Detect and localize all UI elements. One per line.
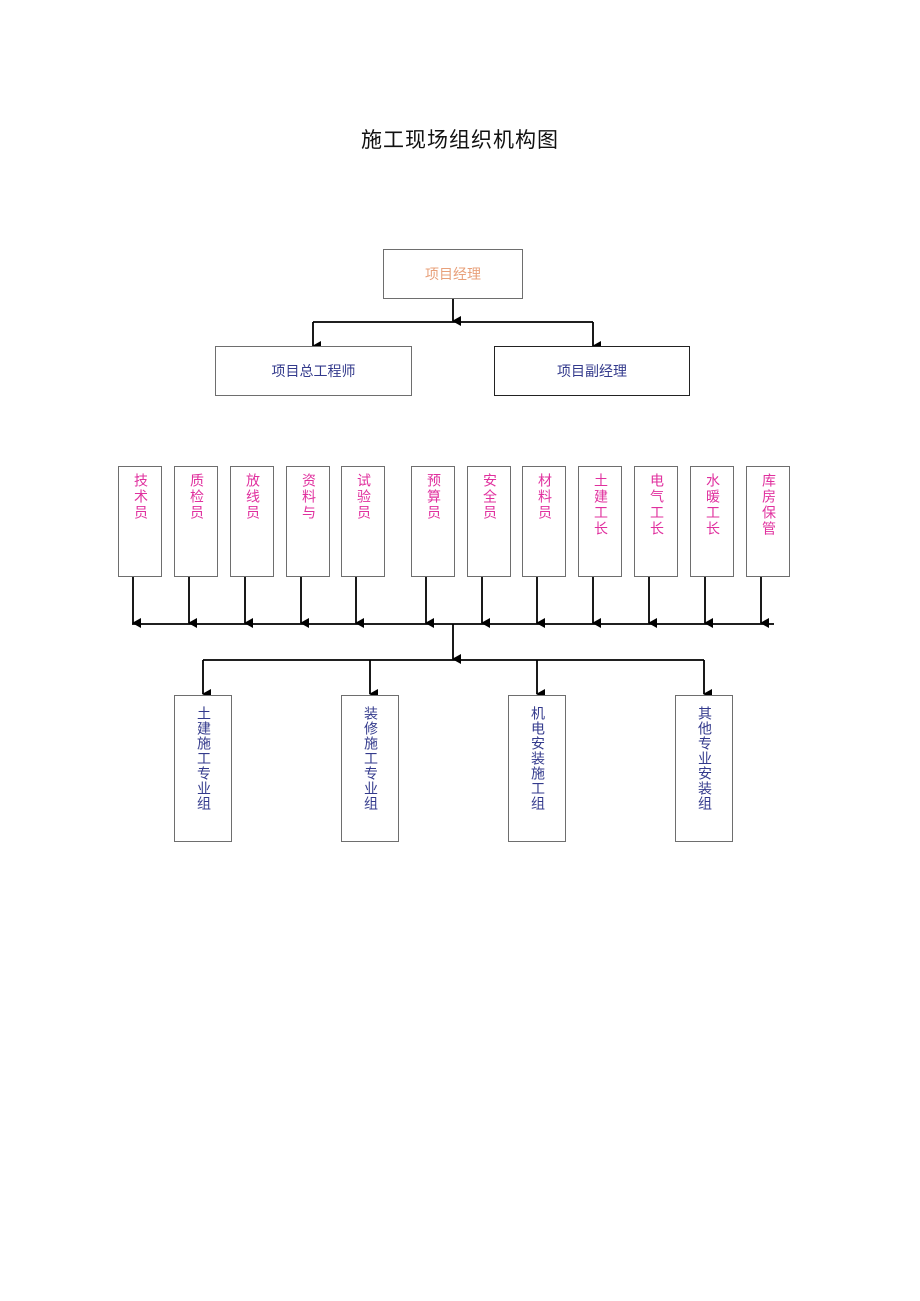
chart-title: 施工现场组织机构图 [361,128,559,152]
group-label: 其他专业安装组 [696,706,712,811]
role-label: 电气工长 [648,473,664,537]
project-manager-label: 项目经理 [425,267,481,283]
role-label: 土建工长 [592,473,608,537]
role-box: 质检员 [174,466,218,577]
role-box: 放线员 [230,466,274,577]
chief-engineer-box: 项目总工程师 [215,346,412,396]
role-label: 放线员 [244,473,260,521]
role-label: 安全员 [481,473,497,521]
role-label: 水暖工长 [704,473,720,537]
group-box: 装修施工专业组 [341,695,399,842]
role-box: 安全员 [467,466,511,577]
role-box: 电气工长 [634,466,678,577]
group-box: 机电安装施工组 [508,695,566,842]
group-label: 土建施工专业组 [195,706,211,811]
role-label: 材料员 [536,473,552,521]
role-box: 资料与 [286,466,330,577]
role-label: 资料与 [300,473,316,521]
role-box: 库房保管 [746,466,790,577]
deputy-manager-box: 项目副经理 [494,346,690,396]
role-label: 预算员 [425,473,441,521]
group-label: 机电安装施工组 [529,706,545,811]
role-box: 材料员 [522,466,566,577]
role-label: 技术员 [132,473,148,521]
group-box: 土建施工专业组 [174,695,232,842]
role-box: 水暖工长 [690,466,734,577]
group-label: 装修施工专业组 [362,706,378,811]
deputy-manager-label: 项目副经理 [557,364,627,380]
role-box: 试验员 [341,466,385,577]
group-box: 其他专业安装组 [675,695,733,842]
role-label: 试验员 [355,473,371,521]
project-manager-box: 项目经理 [383,249,523,299]
role-label: 质检员 [188,473,204,521]
role-box: 预算员 [411,466,455,577]
role-label: 库房保管 [760,473,776,537]
role-box: 土建工长 [578,466,622,577]
chief-engineer-label: 项目总工程师 [271,364,356,380]
role-box: 技术员 [118,466,162,577]
